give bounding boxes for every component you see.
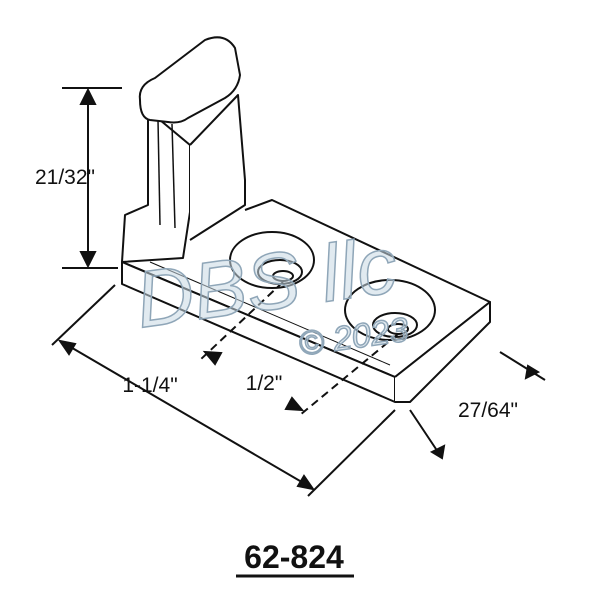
hole-1-outer xyxy=(229,231,315,289)
watermark: DBS llc © 2023 xyxy=(129,219,411,364)
dim-width-label: 27/64" xyxy=(458,399,518,422)
dim-length-label: 1-1/4" xyxy=(122,374,177,397)
dim-hole-spacing-label: 1/2" xyxy=(246,372,283,395)
base-end-face xyxy=(394,301,491,403)
post-cap xyxy=(138,36,241,124)
dimension-lines xyxy=(51,87,546,497)
hole-2-outer xyxy=(344,279,436,341)
post-front xyxy=(121,109,191,263)
dim-height-label: 21/32" xyxy=(35,166,95,189)
part-number: 62-824 xyxy=(244,539,344,575)
post-side xyxy=(189,94,246,241)
